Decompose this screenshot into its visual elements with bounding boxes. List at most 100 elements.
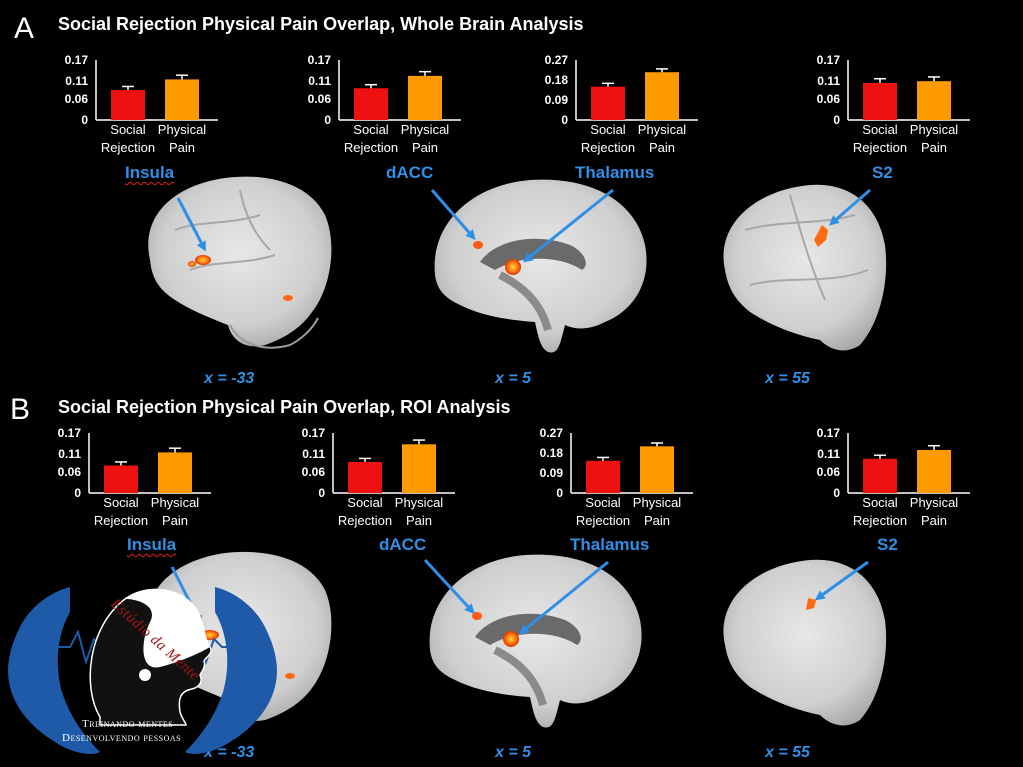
x-tick-label: Rejection: [853, 140, 907, 155]
x-tick-label: Pain: [921, 513, 947, 528]
y-tick-label: 0.11: [817, 447, 840, 461]
y-tick-label: 0: [74, 486, 81, 500]
y-tick-label: 0: [324, 113, 331, 127]
x-tick-label: Social: [347, 495, 383, 510]
logo-tagline-2: Desenvolvendo pessoas: [62, 732, 182, 744]
y-tick-label: 0.06: [817, 92, 841, 106]
y-tick-label: 0.27: [540, 426, 564, 440]
bar-physical-pain: [158, 452, 192, 493]
brain-sagittal: [434, 179, 647, 353]
y-tick-label: 0.17: [817, 53, 841, 67]
y-tick-label: 0.17: [817, 426, 841, 440]
x-tick-label: Physical: [401, 122, 450, 137]
panel-title-a: Social Rejection Physical Pain Overlap, …: [58, 14, 584, 34]
x-tick-label: Physical: [910, 495, 959, 510]
x-tick-label: Rejection: [576, 513, 630, 528]
y-tick-label: 0.06: [58, 465, 82, 479]
bar-physical-pain: [165, 79, 199, 120]
brain-b-sagittal: [429, 554, 642, 728]
bar-physical-pain: [402, 444, 436, 493]
x-tick-label: Pain: [921, 140, 947, 155]
label-b-thalamus: Thalamus: [570, 535, 650, 554]
x-tick-label: Pain: [644, 513, 670, 528]
y-tick-label: 0: [833, 113, 840, 127]
brain-b-right-lateral: [723, 559, 887, 726]
x-tick-label: Physical: [633, 495, 682, 510]
y-tick-label: 0.17: [65, 53, 89, 67]
bar-physical-pain: [640, 446, 674, 493]
panel-title-b: Social Rejection Physical Pain Overlap, …: [58, 397, 511, 417]
bar-social-rejection: [863, 82, 897, 120]
bar-social-rejection: [354, 88, 388, 120]
bar-physical-pain: [917, 81, 951, 120]
y-tick-label: 0.06: [817, 465, 841, 479]
y-tick-label: 0.18: [545, 73, 569, 87]
x-tick-label: Social: [103, 495, 139, 510]
label-a-insula: Insula: [125, 163, 175, 182]
x-tick-label: Social: [353, 122, 389, 137]
y-tick-label: 0: [318, 486, 325, 500]
x-tick-label: Pain: [169, 140, 195, 155]
label-b-dacc: dACC: [379, 535, 427, 554]
coord-a-left: x = -33: [204, 370, 255, 387]
y-tick-label: 0: [556, 486, 563, 500]
coord-a-mid: x = 5: [495, 370, 532, 387]
y-tick-label: 0.17: [58, 426, 82, 440]
y-tick-label: 0.09: [540, 466, 564, 480]
brain-right-lateral: [723, 184, 887, 351]
y-tick-label: 0.06: [65, 92, 89, 106]
bar-social-rejection: [348, 461, 382, 493]
x-tick-label: Social: [590, 122, 626, 137]
y-tick-label: 0.11: [302, 447, 325, 461]
label-b-insula: Insula: [127, 535, 177, 554]
coord-b-right: x = 55: [765, 744, 810, 761]
label-a-thalamus: Thalamus: [575, 163, 655, 182]
x-tick-label: Rejection: [853, 513, 907, 528]
y-tick-label: 0.17: [308, 53, 332, 67]
y-tick-label: 0.27: [545, 53, 569, 67]
y-tick-label: 0: [561, 113, 568, 127]
y-tick-label: 0.11: [58, 447, 81, 461]
x-tick-label: Pain: [162, 513, 188, 528]
y-tick-label: 0.11: [308, 74, 331, 88]
label-b-s2: S2: [877, 535, 898, 554]
x-tick-label: Social: [585, 495, 621, 510]
x-tick-label: Rejection: [581, 140, 635, 155]
y-tick-label: 0.06: [308, 92, 332, 106]
x-tick-label: Rejection: [344, 140, 398, 155]
label-a-dacc: dACC: [386, 163, 434, 182]
panel-letter-a: A: [14, 12, 35, 45]
x-tick-label: Pain: [406, 513, 432, 528]
bar-social-rejection: [863, 458, 897, 493]
logo-tagline-1: Treinando mentes: [82, 718, 174, 730]
panel-letter-b: B: [10, 393, 31, 426]
x-tick-label: Rejection: [94, 513, 148, 528]
coord-b-mid: x = 5: [495, 744, 532, 761]
x-tick-label: Pain: [649, 140, 675, 155]
bar-physical-pain: [645, 72, 679, 120]
x-tick-label: Physical: [158, 122, 207, 137]
y-tick-label: 0.17: [302, 426, 326, 440]
x-tick-label: Physical: [910, 122, 959, 137]
bar-physical-pain: [917, 449, 951, 493]
bar-social-rejection: [591, 86, 625, 120]
y-tick-label: 0.11: [817, 74, 840, 88]
x-tick-label: Physical: [638, 122, 687, 137]
x-tick-label: Pain: [412, 140, 438, 155]
y-tick-label: 0: [81, 113, 88, 127]
y-tick-label: 0.09: [545, 93, 569, 107]
coord-a-right: x = 55: [765, 370, 810, 387]
x-tick-label: Physical: [395, 495, 444, 510]
